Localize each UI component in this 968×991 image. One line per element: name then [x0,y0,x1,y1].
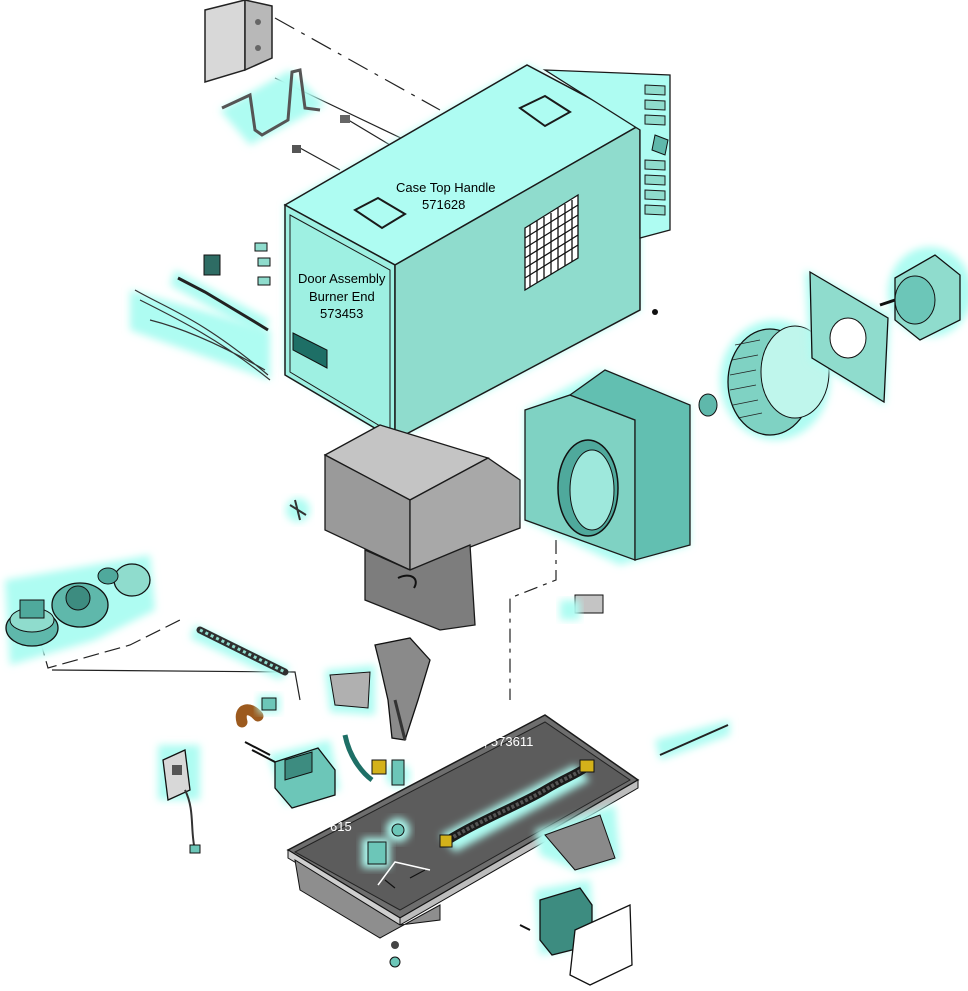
main-case [283,64,658,442]
ignition-parts [362,818,431,889]
callout-case-top-handle-number: 571628 [422,197,466,212]
burner-housing [286,424,521,631]
callout-case-top-handle-name: Case Top Handle [396,180,496,195]
blower-assembly [524,247,968,565]
control-box [389,880,633,986]
callout-door-assembly-location: Burner End [309,289,375,304]
gas-regulators [5,555,155,665]
wiring-harness-left [130,242,271,381]
switch-box [158,745,201,854]
callout-door-assembly-number: 573453 [320,306,364,321]
callout-partial-left: 615 [330,819,352,834]
rear-louver-panel [542,69,671,239]
callout-partial-center-top: e [506,715,514,730]
base-side-parts [535,594,730,872]
callout-door-assembly-name: Door Assembly [298,271,386,286]
callout-partial-bottom: W [418,931,431,946]
burner-tube [325,637,431,787]
top-bracket-assembly [204,0,350,153]
gas-valve-assembly [235,695,340,809]
callout-partial-center-numbers: 626, 573611 [462,734,534,749]
case-grille [524,193,579,292]
gas-hose [190,625,290,680]
